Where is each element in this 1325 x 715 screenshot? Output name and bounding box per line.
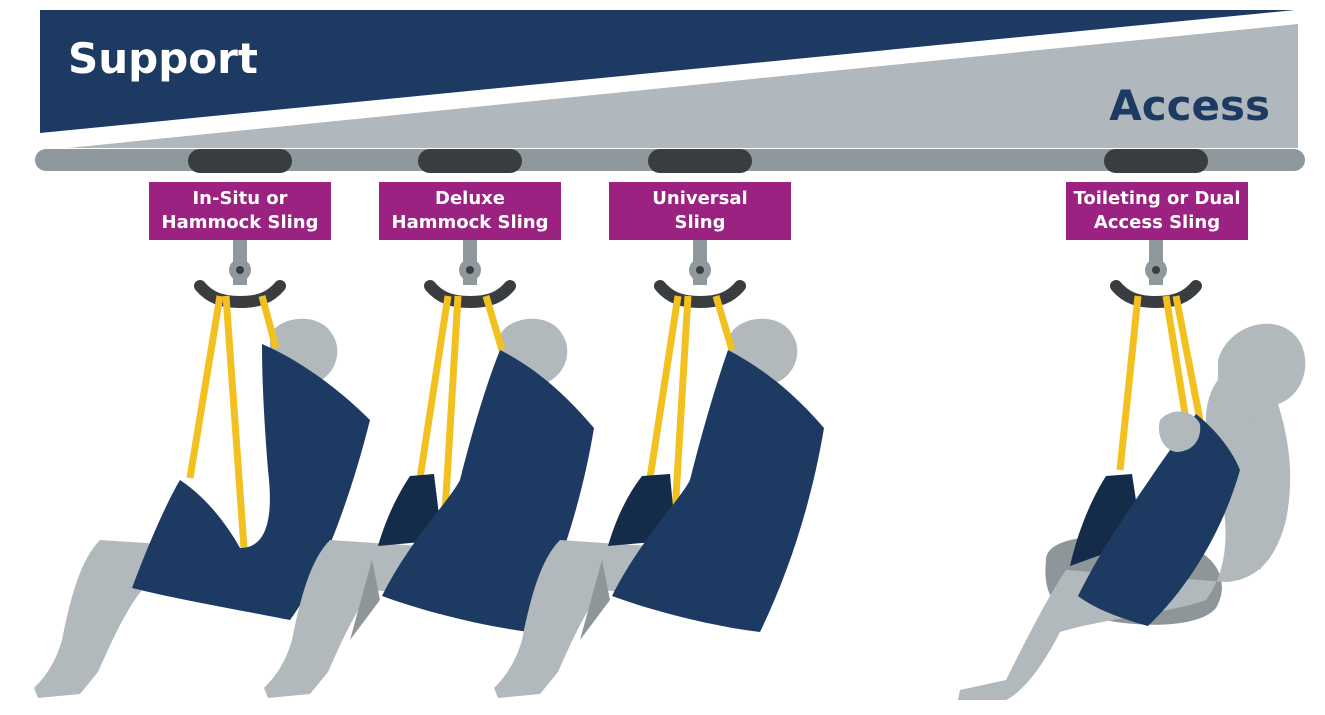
trolley <box>418 149 522 173</box>
sling-label-line2: Sling <box>652 211 747 235</box>
support-label: Support <box>68 34 258 83</box>
sling-label-line2: Hammock Sling <box>392 211 549 235</box>
sling-strap <box>190 296 220 478</box>
trolley <box>648 149 752 173</box>
hanger-pivot-pin <box>236 266 244 274</box>
spreader-bar <box>1116 286 1196 302</box>
sling-label-line1: Deluxe <box>392 187 549 211</box>
sling-label-line1: Universal <box>652 187 747 211</box>
sling-strap <box>650 296 678 478</box>
trolley <box>1104 149 1208 173</box>
spreader-bar <box>200 286 280 302</box>
spreader-bar <box>660 286 740 302</box>
spreader-bar <box>430 286 510 302</box>
sling-label-line1: Toileting or Dual <box>1073 187 1240 211</box>
sling-label-line1: In-Situ or <box>162 187 319 211</box>
hanger-pivot-pin <box>696 266 704 274</box>
trolley <box>188 149 292 173</box>
sling-strap <box>420 296 448 478</box>
hanger-pivot-pin <box>1152 266 1160 274</box>
sling-strap <box>1120 296 1138 470</box>
sling-strap <box>226 296 244 548</box>
sling-label-line2: Hammock Sling <box>162 211 319 235</box>
hanger-pivot-pin <box>466 266 474 274</box>
sling-label-line2: Access Sling <box>1073 211 1240 235</box>
sling-strap <box>262 296 276 348</box>
access-label: Access <box>1109 81 1270 130</box>
